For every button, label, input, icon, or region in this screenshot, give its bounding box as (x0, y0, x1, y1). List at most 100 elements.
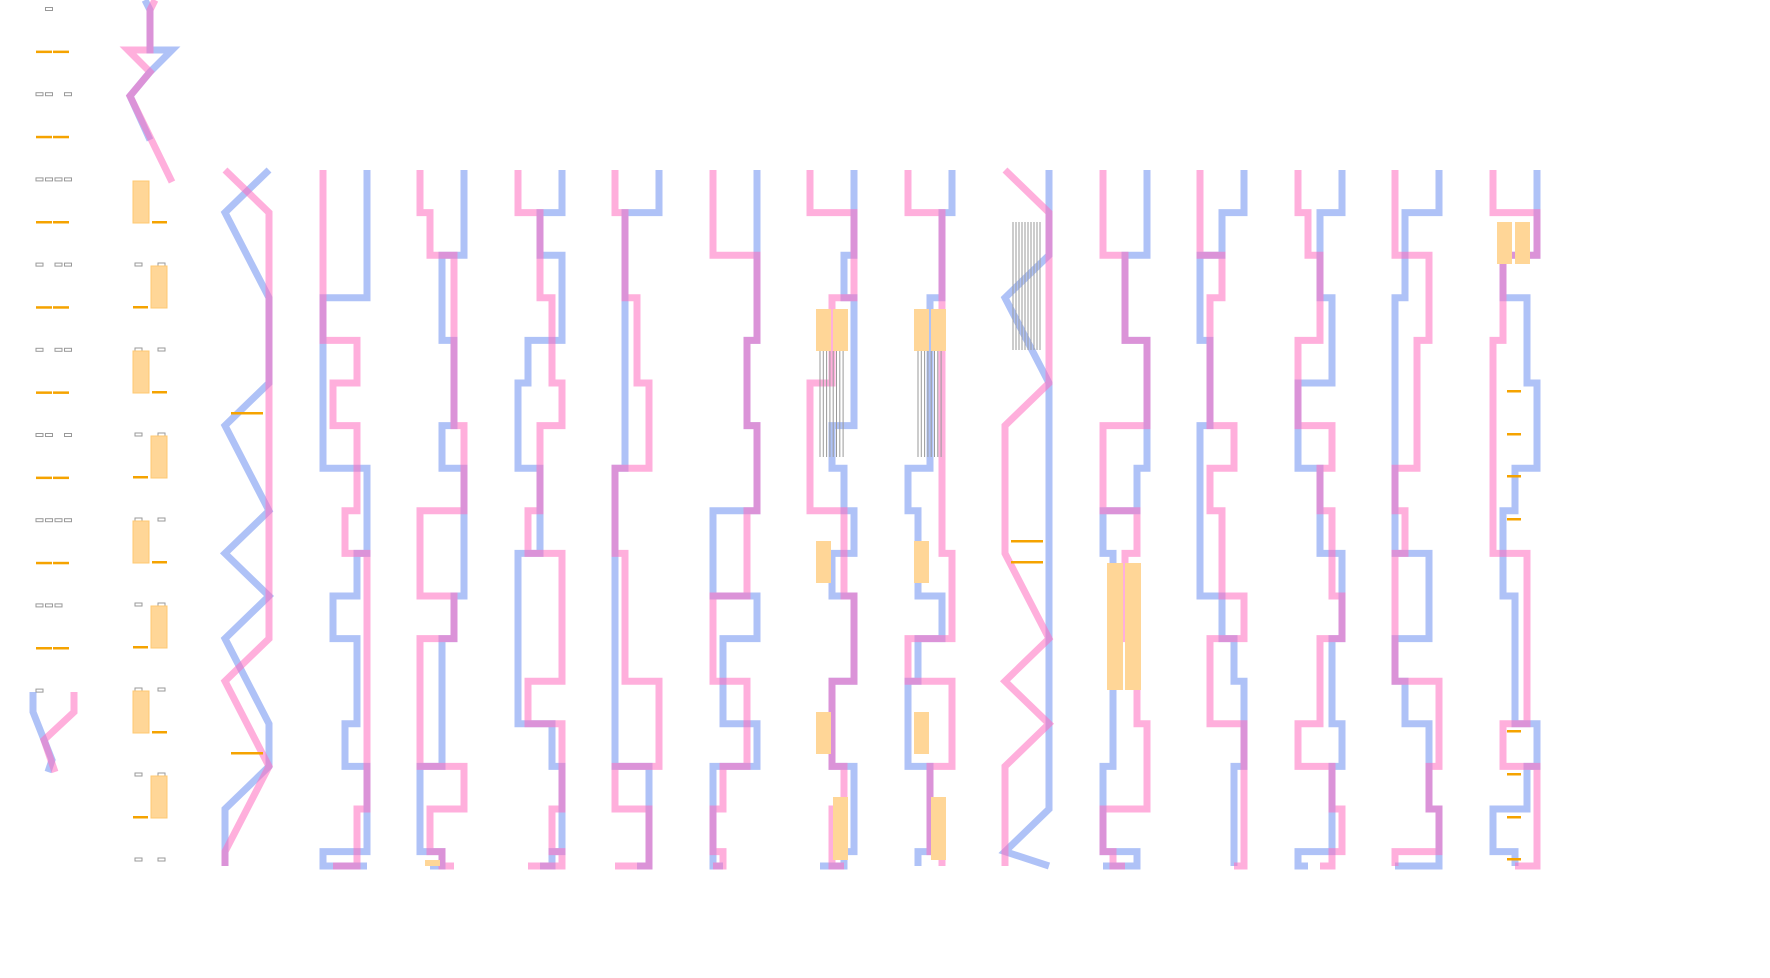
orange-mark (53, 135, 69, 139)
pink-strand (1294, 170, 1346, 870)
grey-tick (134, 772, 143, 777)
blue-strand (904, 170, 956, 866)
grey-tick (35, 433, 44, 437)
peach-block (132, 350, 150, 394)
orange-mark (1507, 433, 1521, 436)
grey-tick (157, 517, 166, 522)
grey-tick (134, 857, 143, 862)
grey-tick (45, 7, 53, 11)
grey-tick (64, 177, 72, 182)
grey-tick (35, 603, 44, 608)
pink-strand (1391, 170, 1443, 866)
pink-strand (119, 0, 176, 184)
peach-block (816, 712, 831, 754)
pink-strand (1489, 170, 1541, 870)
grey-tick (54, 262, 63, 267)
peach-block (1107, 563, 1123, 690)
orange-mark (152, 561, 167, 564)
peach-block (816, 309, 831, 351)
orange-mark (53, 647, 69, 650)
grey-tick (35, 92, 44, 97)
grey-tick (64, 347, 72, 352)
blue-strand (1294, 170, 1346, 870)
grey-tick (54, 347, 63, 352)
grey-tick (54, 177, 63, 182)
orange-mark (1507, 773, 1521, 776)
orange-mark (133, 476, 148, 479)
orange-mark (53, 306, 69, 309)
grey-tick (45, 177, 53, 182)
grey-tick (35, 518, 44, 523)
orange-mark (1507, 858, 1521, 861)
pink-strand (709, 170, 761, 870)
pink-strand (999, 167, 1055, 866)
blue-strand (998, 170, 1053, 870)
orange-mark (133, 306, 148, 309)
orange-mark (53, 476, 69, 480)
blue-strand (416, 170, 468, 870)
orange-mark (1507, 475, 1521, 478)
grey-tick (35, 177, 44, 182)
peach-block (833, 309, 848, 351)
pink-strand (904, 170, 956, 866)
grey-tick (64, 518, 72, 523)
peach-block (1125, 563, 1141, 690)
blue-strand (820, 170, 858, 870)
grey-tick (35, 688, 44, 693)
orange-mark (1507, 390, 1521, 393)
grey-tick (35, 262, 44, 267)
peach-block (1515, 222, 1530, 264)
pink-strand (39, 692, 78, 774)
orange-mark (53, 221, 69, 224)
orange-mark (133, 646, 148, 649)
orange-mark (53, 561, 69, 565)
grey-tick (45, 433, 53, 437)
orange-mark (1507, 518, 1521, 521)
grey-tick (35, 347, 44, 352)
peach-block (132, 690, 150, 734)
peach-block (914, 309, 929, 351)
grey-tick (45, 603, 53, 608)
orange-mark (152, 221, 167, 224)
orange-mark (1011, 561, 1043, 564)
peach-block (150, 435, 168, 479)
grey-tick (134, 432, 143, 437)
orange-mark (152, 391, 167, 394)
orange-mark (231, 752, 263, 755)
peach-block (833, 797, 848, 860)
peach-block (931, 309, 946, 351)
pink-strand (416, 170, 468, 870)
peach-block (931, 797, 946, 860)
pink-strand (611, 170, 663, 870)
orange-mark (36, 221, 52, 224)
orange-mark (1011, 540, 1043, 543)
orange-mark (36, 561, 52, 565)
orange-mark (36, 647, 52, 650)
grey-tick (64, 262, 72, 267)
orange-mark (36, 476, 52, 480)
orange-mark (1507, 816, 1521, 819)
orange-mark (36, 306, 52, 309)
peach-block (914, 712, 929, 754)
pink-strand (220, 167, 273, 866)
orange-mark (152, 731, 167, 734)
peach-block (150, 775, 168, 819)
peach-block (132, 180, 150, 224)
orange-mark (53, 391, 69, 394)
grey-tick (157, 687, 166, 692)
orange-mark (231, 412, 263, 415)
orange-mark (36, 391, 52, 394)
grey-tick (157, 347, 166, 352)
orange-mark (133, 816, 148, 819)
orange-mark (1507, 730, 1521, 733)
peach-block (425, 860, 440, 866)
peach-block (816, 541, 831, 583)
grey-tick (157, 857, 166, 862)
orange-mark (36, 50, 52, 54)
peach-block (1497, 222, 1512, 264)
peach-block (914, 541, 929, 583)
grey-tick (64, 433, 72, 437)
pink-strand (319, 170, 371, 870)
pink-strand (1099, 170, 1151, 870)
